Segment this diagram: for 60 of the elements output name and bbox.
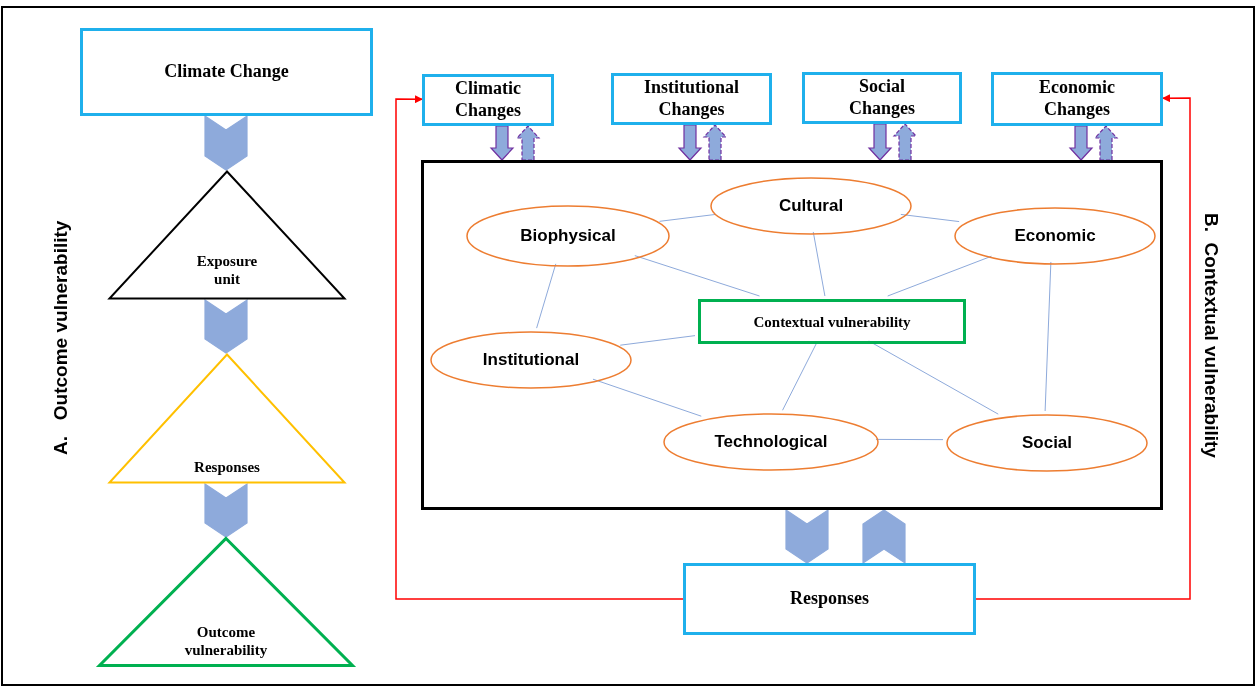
ellipse-node: [466, 205, 670, 267]
node-label: Economic Changes: [1038, 77, 1116, 121]
connector-line: [659, 213, 716, 222]
block-arrow: [892, 123, 918, 161]
node-label: Exposure unit: [195, 252, 259, 288]
block-arrow: [515, 125, 541, 161]
process-box: [683, 563, 976, 635]
node-label: Economic: [1014, 225, 1096, 247]
block-arrow: [867, 123, 893, 161]
block-arrow: [1093, 125, 1119, 161]
ellipse-node: [710, 177, 912, 235]
chevron-arrow: [785, 508, 829, 564]
block-arrow: [677, 124, 703, 161]
block-arrow: [489, 125, 515, 161]
chevron-arrow: [204, 114, 248, 171]
connector-line: [1044, 261, 1052, 412]
chevron-arrow: [204, 298, 248, 354]
process-box: [422, 74, 554, 126]
side-label: B. Contextual vulnerability: [1199, 211, 1223, 460]
node-label: Technological: [714, 431, 828, 453]
ellipse-node: [946, 414, 1148, 472]
node-label: Climate Change: [164, 61, 289, 83]
process-box: [80, 28, 373, 116]
process-box: [802, 72, 962, 124]
chevron-arrow: [862, 509, 906, 565]
process-box: [698, 299, 966, 344]
frame-box: [421, 160, 1163, 510]
block-arrow: [1068, 125, 1094, 161]
node-label: Cultural: [778, 195, 844, 217]
process-box: [991, 72, 1163, 126]
connector-line: [812, 231, 826, 297]
ellipse-node: [954, 207, 1156, 265]
process-box: [611, 73, 772, 125]
connector-line: [536, 263, 557, 329]
block-arrow: [702, 124, 728, 161]
node-label: Social: [1021, 432, 1073, 454]
connector-line: [900, 213, 960, 223]
node-label: Contextual vulnerability: [753, 312, 911, 331]
ellipse-node: [663, 413, 879, 471]
node-label: Institutional: [482, 349, 580, 371]
connector-line: [875, 438, 944, 441]
connector-line: [975, 94, 1191, 600]
node-label: Responses: [790, 588, 869, 610]
triangle-node: [108, 353, 346, 484]
node-label: Social Changes: [848, 76, 916, 120]
chevron-arrow: [204, 482, 248, 538]
triangle-node: [108, 170, 346, 300]
ellipse-node: [430, 331, 632, 389]
triangle-node: [98, 537, 354, 667]
node-label: Responses: [194, 458, 260, 476]
node-label: Outcome vulnerability: [183, 623, 269, 659]
connector-line: [592, 378, 702, 417]
node-label: Institutional Changes: [643, 77, 740, 121]
side-label: A. Outcome vulnerability: [49, 219, 72, 457]
connector-line: [634, 255, 761, 297]
node-label: Biophysical: [520, 225, 616, 247]
connector-line: [619, 335, 696, 346]
connector-line: [395, 95, 684, 600]
node-label: Climatic Changes: [454, 78, 522, 122]
connector-line: [887, 255, 992, 297]
